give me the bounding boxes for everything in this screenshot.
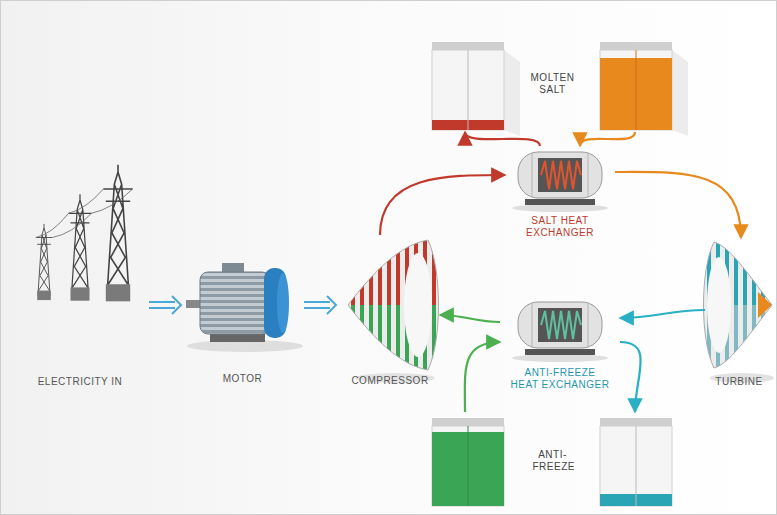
turbine-dome <box>707 257 731 353</box>
node-label: TURBINE <box>715 376 762 388</box>
coil <box>541 311 581 339</box>
flow-arrow <box>304 296 336 314</box>
motor-icon <box>186 263 303 352</box>
tank <box>600 426 672 506</box>
antifreeze-tanks <box>432 418 672 506</box>
diagram-node: ELECTRICITY IN <box>15 165 145 390</box>
node-label: ANTI- FREEZE <box>533 449 573 473</box>
tank-cap <box>600 418 672 426</box>
node-label: COMPRESSOR <box>351 375 428 387</box>
shadow <box>512 204 608 212</box>
tank <box>432 426 504 506</box>
shell <box>518 302 602 348</box>
shell-band <box>532 303 588 347</box>
window <box>538 308 582 342</box>
flow-arrow <box>615 172 741 238</box>
antifreeze-heat-exchanger-icon <box>512 302 608 362</box>
tank-seam <box>636 50 637 130</box>
node-label: ANTI-FREEZE HEAT EXCHANGER <box>510 367 610 391</box>
pylon <box>36 224 52 300</box>
node-label: SALT HEAT EXCHANGER <box>520 215 600 239</box>
base-plate <box>525 349 595 355</box>
power-wire <box>36 189 133 238</box>
diagram-node: MOLTEN SALT <box>425 36 680 132</box>
node-label: MOLTEN SALT <box>522 72 584 96</box>
shell <box>518 152 602 198</box>
base-plate <box>525 199 595 205</box>
shadow <box>512 354 608 362</box>
motor-body <box>200 272 270 334</box>
shell-band <box>532 153 588 197</box>
window <box>538 158 582 192</box>
flow-arrow <box>465 132 540 146</box>
compressor-outline <box>348 240 439 370</box>
shadow <box>672 50 688 136</box>
turbine-icon <box>700 238 775 383</box>
shadow <box>504 50 520 136</box>
compressor-icon <box>348 238 443 383</box>
node-label: ELECTRICITY IN <box>38 376 123 388</box>
motor-cap-end <box>277 273 289 333</box>
tank <box>432 50 504 130</box>
salt-tanks <box>432 42 688 136</box>
diagram-node: ANTI-FREEZE HEAT EXCHANGER <box>500 298 620 393</box>
flow-arrow <box>465 342 500 412</box>
compressor-dome <box>404 253 432 357</box>
tank-cap <box>432 42 504 50</box>
flow-arrow <box>380 175 505 235</box>
flow-arrow <box>620 342 641 412</box>
node-label: MOTOR <box>223 373 263 385</box>
flow-arrow <box>580 132 635 146</box>
pylon <box>69 194 92 300</box>
salt-heat-exchanger-icon <box>512 152 608 212</box>
turbine-outline <box>704 242 773 368</box>
flow-arrow <box>149 296 181 314</box>
tank-cap <box>432 418 504 426</box>
tank <box>600 50 672 130</box>
diagram-node: ANTI- FREEZE <box>425 412 680 510</box>
diagram-node: TURBINE <box>705 238 773 390</box>
pylon <box>103 165 132 302</box>
tank-seam <box>636 426 637 506</box>
tank-seam <box>468 426 469 506</box>
diagram-node: COMPRESSOR <box>340 235 440 389</box>
tank-cap <box>600 42 672 50</box>
diagram-node: MOTOR <box>185 262 300 387</box>
power-pylons <box>36 165 133 302</box>
diagram-node: SALT HEAT EXCHANGER <box>505 146 615 241</box>
coil <box>541 161 581 189</box>
tank-seam <box>468 50 469 130</box>
flow-arrow <box>620 310 705 318</box>
flow-arrow <box>440 315 500 322</box>
